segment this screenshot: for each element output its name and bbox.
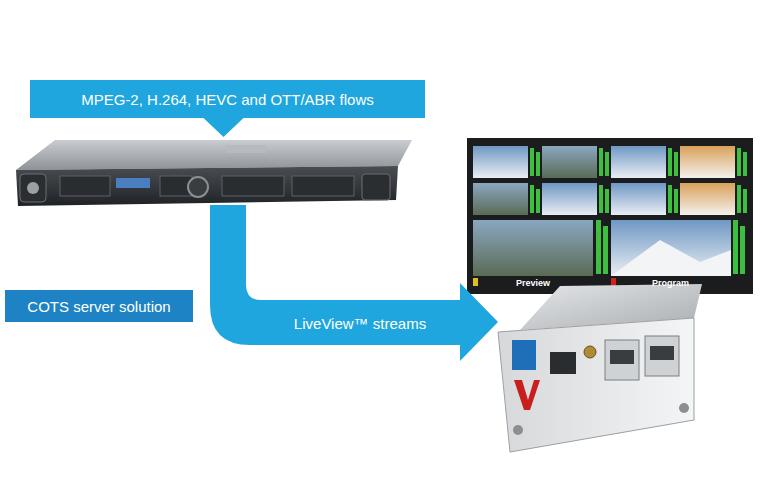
monitor-label: Program — [652, 278, 689, 288]
server-illustration — [16, 140, 412, 206]
label-box: COTS server solution — [5, 290, 193, 322]
text-holder: LiveView™ streams — [260, 301, 460, 345]
input-banner: MPEG-2, H.264, HEVC and OTT/ABR flows — [30, 80, 425, 138]
card-illustration — [498, 284, 702, 452]
input-banner-shape — [30, 80, 425, 138]
multiviewer-monitor — [467, 138, 753, 294]
node-text: LiveView™ streams — [294, 315, 426, 332]
text-holder: COTS server solution — [5, 290, 193, 322]
output-arrow: LiveView™ streams — [210, 205, 500, 363]
text-holder: MPEG-2, H.264, HEVC and OTT/ABR flows — [30, 80, 425, 118]
monitor-label: Preview — [516, 278, 550, 288]
node-text: MPEG-2, H.264, HEVC and OTT/ABR flows — [81, 91, 374, 108]
node-text: COTS server solution — [27, 298, 170, 315]
output-arrow-shape — [210, 205, 500, 363]
